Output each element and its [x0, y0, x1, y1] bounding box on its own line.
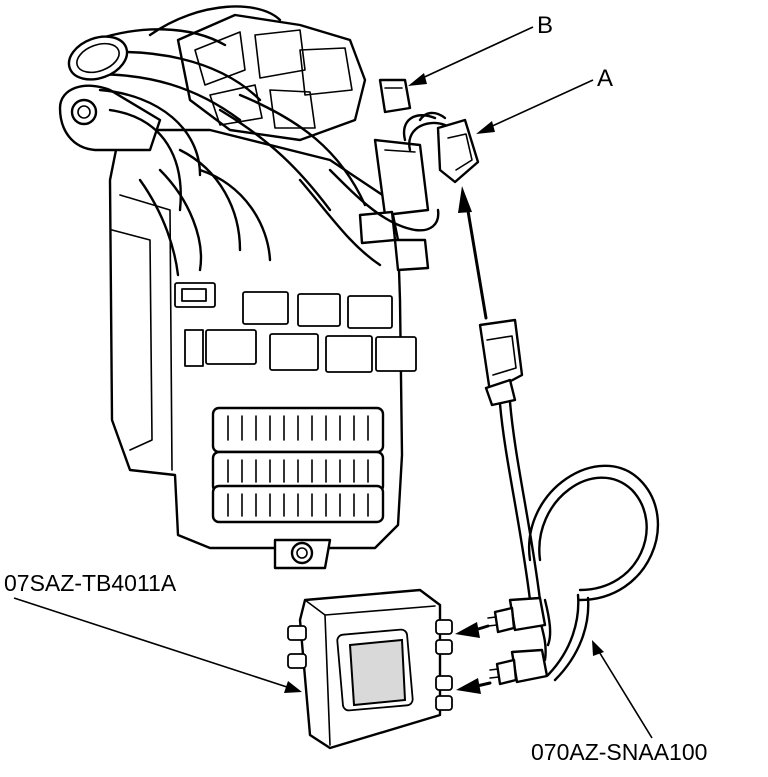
- tester-part-number: 07SAZ-TB4011A: [4, 570, 177, 596]
- callout-b: B: [537, 12, 554, 39]
- fuse-relay-box: [58, 5, 447, 570]
- insert-arrow-upper: [455, 622, 490, 638]
- test-harness: [478, 318, 659, 686]
- insert-arrow-lower: [456, 678, 492, 694]
- harness-part-number: 070AZ-SNAA100: [531, 739, 708, 765]
- leader-harness: [592, 640, 653, 739]
- callout-a: A: [597, 65, 614, 92]
- leader-b: [408, 26, 534, 86]
- connection-arrow: [458, 186, 488, 320]
- leader-a: [476, 79, 594, 134]
- leader-tester: [13, 597, 302, 693]
- connector-a: [418, 111, 480, 184]
- tester-box: [287, 588, 453, 750]
